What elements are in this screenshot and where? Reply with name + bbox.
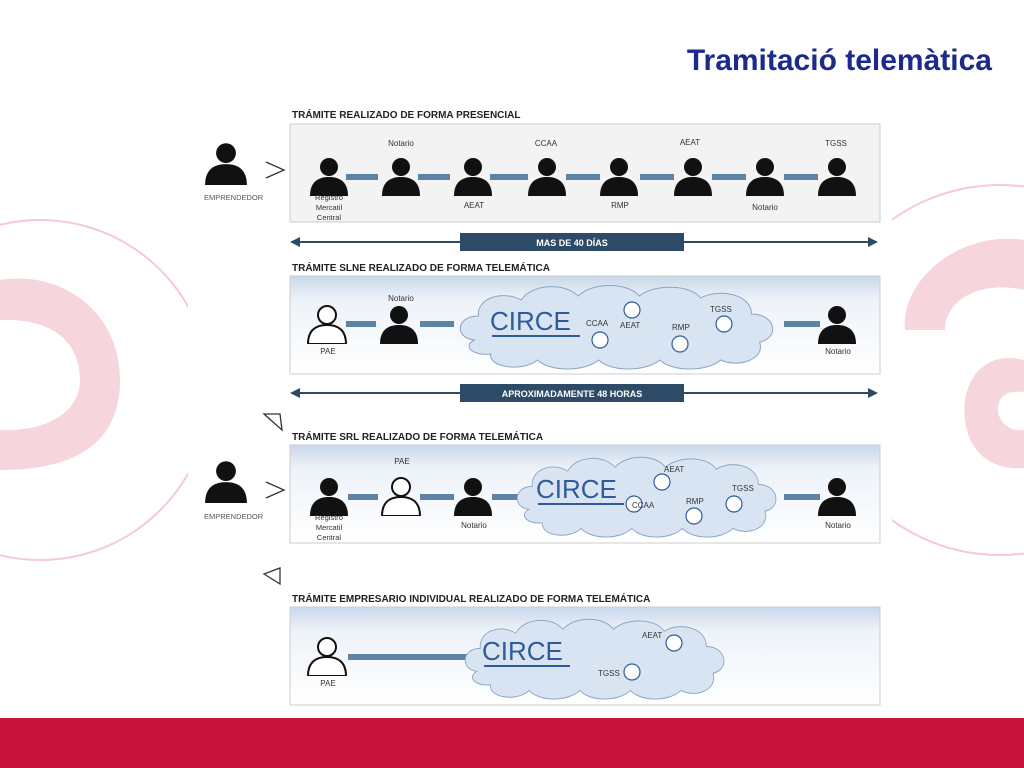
section2-label-pae: PAE [320,347,335,356]
duration-bar-1 [290,233,878,251]
section3-label-aeat: AEAT [664,465,684,474]
section1-label-rmp-bottom: RMP [611,201,629,210]
section3-label-tgss: TGSS [732,484,754,493]
section1-label-central: Central [317,213,342,222]
section3-connectors [348,494,820,500]
section4-title: TRÁMITE EMPRESARIO INDIVIDUAL REALIZADO … [292,592,650,605]
section3-circe-logo: CIRCE [536,474,617,504]
emprendedor-1-label: EMPRENDEDOR [204,193,264,202]
section2-circe-logo: CIRCE [490,306,571,336]
section3-label-mercatil: Mercatil [316,523,343,532]
section4-label-pae: PAE [320,679,335,688]
section1-label-aeat-top: AEAT [680,138,700,147]
section4-circe-logo: CIRCE [482,636,563,666]
section3-label-registro: Registro [315,513,343,522]
arrow-up-1-icon [262,413,283,432]
emprendedor-2-label: EMPRENDEDOR [204,512,264,521]
section2-label-tgss: TGSS [710,305,732,314]
section1-label-aeat-bottom: AEAT [464,201,484,210]
section2-label-aeat: AEAT [620,321,640,330]
right-decorative-glyph [904,238,1024,469]
section3-nodes [625,473,743,525]
process-diagram: EMPRENDEDOR EMPRENDEDOR TRÁMITE REALIZAD… [188,100,892,720]
section4-nodes [623,634,683,681]
section2-label-notario: Notario [388,294,414,303]
section2-label-ccaa: CCAA [586,319,609,328]
emprendedor-2-icon [205,461,247,503]
section4-connector [348,654,472,660]
section4-label-tgss: TGSS [598,669,620,678]
section1-label-notario-top: Notario [388,139,414,148]
section2-connectors [346,321,820,327]
section3-label-central: Central [317,533,342,542]
section3-label-ccaa: CCAA [632,501,655,510]
section1-label-notario-bottom: Notario [752,203,778,212]
section2-label-rmp: RMP [672,323,690,332]
emprendedor-1-icon [205,143,247,185]
left-decorative-glyph [0,278,120,470]
section2-label-notario-end: Notario [825,347,851,356]
duration-label-2: APROXIMADAMENTE 48 HORAS [502,389,643,399]
section2-nodes [591,301,733,353]
section4-label-aeat: AEAT [642,631,662,640]
arrow-2-icon [265,481,286,499]
section1-panel [289,123,881,223]
section1-label-ccaa-top: CCAA [535,139,558,148]
section3-label-notario: Notario [461,521,487,530]
section3-label-pae: PAE [394,457,409,466]
section3-label-rmp: RMP [686,497,704,506]
section1-label-mercatil: Mercatil [316,203,343,212]
section1-label-registro: Registro [315,193,343,202]
arrow-1-icon [265,161,286,179]
section3-label-notario-end: Notario [825,521,851,530]
section1-connectors [346,174,818,180]
duration-bar-2 [290,384,878,402]
section2-title: TRÁMITE SLNE REALIZADO DE FORMA TELEMÁTI… [292,261,550,274]
section1-label-tgss-top: TGSS [825,139,847,148]
slide-title: Tramitació telemàtica [686,44,992,77]
footer-bar [0,718,1024,768]
section3-title: TRÁMITE SRL REALIZADO DE FORMA TELEMÁTIC… [292,430,543,443]
duration-label-1: MAS DE 40 DÍAS [536,238,608,248]
arrow-up-2-icon [262,567,281,586]
section1-title: TRÁMITE REALIZADO DE FORMA PRESENCIAL [292,108,521,121]
